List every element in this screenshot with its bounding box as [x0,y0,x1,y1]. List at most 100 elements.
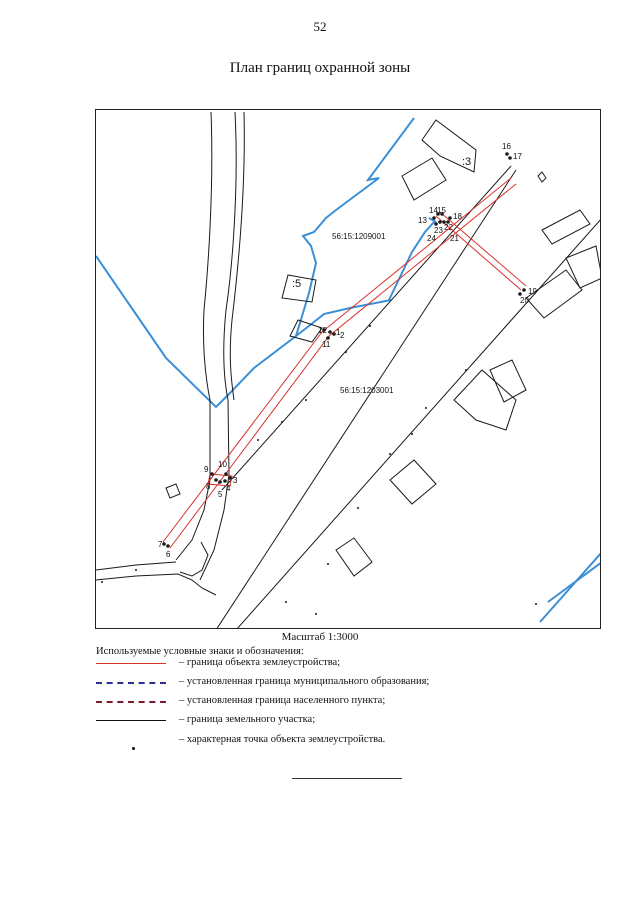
object-boundaries [162,177,527,549]
survey-mark [425,407,427,409]
point-11 [326,336,330,340]
point-15 [440,212,444,216]
point-23 [438,220,442,224]
road-bend [179,541,209,577]
road-south-edge-2 [199,399,230,581]
legend-item-characteristic-point: – характерная точка объекта землеустройс… [96,734,576,750]
point-4 [223,479,227,483]
building-se-4 [335,537,373,577]
parcel-3-outline [421,119,477,173]
legend-item-object-boundary: – граница объекта землеустройства; [96,657,576,671]
object-boundary-line-icon [96,663,166,664]
survey-mark [389,453,391,455]
characteristic-point-icon [132,747,135,750]
survey-mark [535,603,537,605]
quarter-boundaries [96,117,600,623]
legend-text: – граница объекта землеустройства; [179,657,341,668]
point-13 [432,216,436,220]
building-se-3 [389,459,437,505]
point-6 [166,544,170,548]
parcel-5-outline [281,274,317,303]
building-se-2 [489,359,527,403]
point-10 [224,472,228,476]
characteristic-points [162,152,526,548]
survey-mark [357,507,359,509]
road-west-edge-1 [202,111,213,401]
small-building-ne [537,171,547,183]
page-number: 52 [313,19,327,34]
point-label-6: 6 [166,550,171,559]
object-boundary-box-1 [207,473,233,487]
parcel-bottom-left [96,561,177,571]
road-main-1 [216,169,517,628]
point-label-17: 17 [513,152,522,161]
point-12 [322,328,326,332]
point-18 [448,216,452,220]
point-22 [442,220,446,224]
map-title: План границ охранной зоны [229,60,411,76]
point-label-18: 18 [453,212,462,221]
point-24 [434,222,438,226]
survey-mark [315,613,317,615]
legend-text: – характерная точка объекта землеустройс… [179,734,386,745]
quarter-boundary-se [539,552,600,623]
legend-title: Используемые условные знаки и обозначени… [96,646,304,657]
survey-mark [465,369,467,371]
point-label-22: 22 [444,223,453,232]
parcel-label-3: :3 [462,156,472,168]
building-east-1 [525,269,583,319]
point-label-24: 24 [427,234,436,243]
point-label-14: 14 [429,206,438,215]
object-boundary-line-3 [435,215,522,291]
point-20 [518,292,522,296]
point-label-13: 13 [418,216,427,225]
quarter-label-north: 56:15:1209001 [332,232,386,241]
point-1 [328,330,332,334]
point-7 [162,542,166,546]
legend-text: – установленная граница муниципального о… [179,676,430,687]
point-label-3: 3 [233,476,238,485]
legend-item-settlement-boundary: – установленная граница населенного пунк… [96,695,576,709]
quarter-boundary-link [388,221,435,301]
legend-item-municipal-boundary: – установленная граница муниципального о… [96,676,576,690]
survey-mark [369,325,371,327]
point-21 [446,220,450,224]
point-label-7: 7 [158,540,163,549]
survey-mark [305,399,307,401]
point-label-12: 12 [318,326,327,335]
building-east-2 [565,245,600,289]
legend-text: – установленная граница населенного пунк… [179,695,386,706]
point-label-19: 19 [528,287,537,296]
point-16 [505,152,509,156]
map-frame[interactable]: 56:15:1209001 56:15:1203001 :5 :3 1 2 3 … [95,109,601,629]
point-3 [228,476,232,480]
point-9 [210,472,214,476]
quarter-boundary-inner [295,299,392,337]
small-building-sw [165,483,181,499]
map-canvas [96,111,600,628]
road-main-3 [221,165,512,491]
building-north [401,157,447,201]
point-label-4: 4 [226,484,231,493]
survey-mark [257,439,259,441]
road-west-edge-3 [229,111,245,401]
point-label-20: 20 [520,296,529,305]
parcel-bottom-left-2 [96,573,217,596]
signature-line [292,778,402,779]
parcel-boundaries [96,111,600,628]
settlement-boundary-line-icon [96,701,166,703]
point-17 [508,156,512,160]
municipal-boundary-line-icon [96,682,166,684]
survey-mark [345,351,347,353]
point-label-2: 2 [340,331,345,340]
road-south-edge-1 [175,400,211,561]
quarter-boundary-tick [428,217,437,223]
quarter-boundary-west [96,117,415,409]
point-2 [332,332,336,336]
road-west-edge-2 [223,111,237,401]
survey-marks [101,325,537,615]
parcel-boundary-line-icon [96,720,166,721]
parcel-label-5: :5 [292,278,302,290]
point-label-11: 11 [322,340,331,349]
road-main-2 [237,219,600,628]
